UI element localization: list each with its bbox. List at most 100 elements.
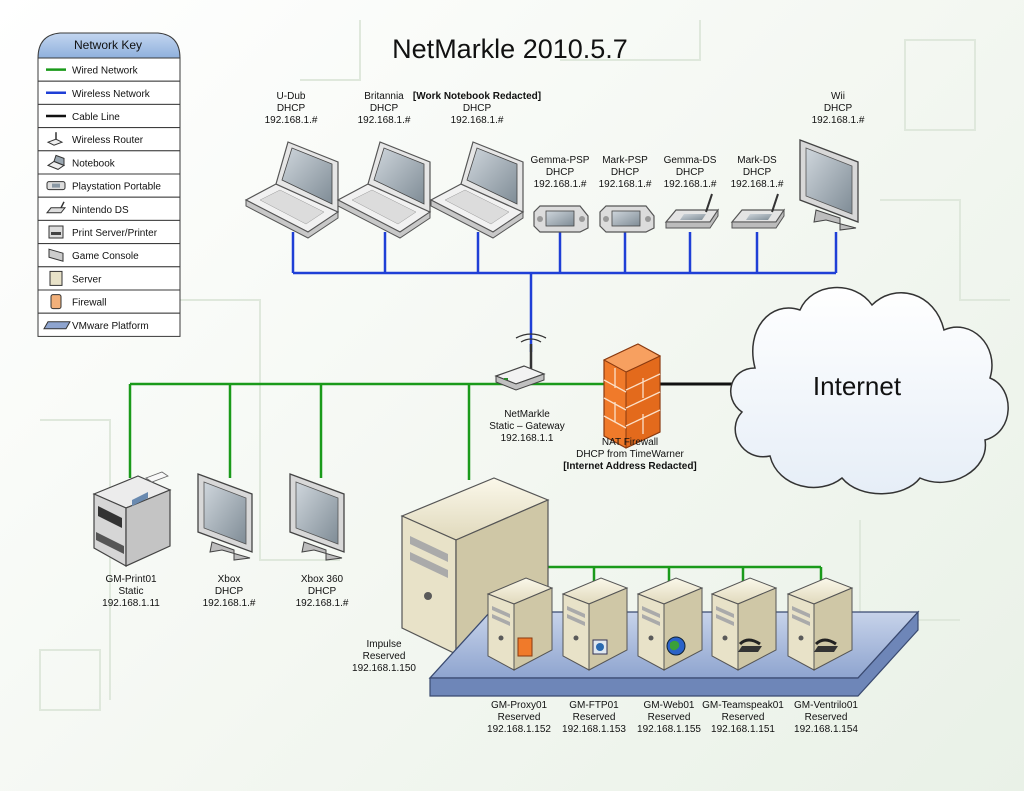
vm-server (561, 577, 629, 671)
key-label: VMware Platform (72, 321, 149, 332)
key-label: Server (72, 274, 102, 285)
device-name: U-Dub (277, 91, 306, 102)
device-address: 192.168.1.11 (102, 598, 160, 609)
device-address: 192.168.1.# (265, 115, 318, 126)
firewall-badge-icon (517, 637, 533, 657)
psp-icon (533, 205, 589, 233)
notebook-icon (46, 154, 66, 170)
device-mode: DHCP (215, 586, 244, 597)
device-name: NetMarkle (504, 409, 550, 420)
device-address: 192.168.1.151 (711, 724, 775, 735)
globe-icon (666, 636, 686, 656)
wireless-network-lines (291, 232, 838, 352)
vm-server (486, 577, 554, 671)
device-mode: DHCP (546, 167, 575, 178)
device-name: Impulse (366, 639, 401, 650)
device-address: 192.168.1.# (664, 179, 717, 190)
device-mode: Reserved (573, 712, 616, 723)
device-name: Wii (831, 91, 845, 102)
device-name: NAT Firewall (602, 437, 658, 448)
device-name: GM-Proxy01 (491, 700, 548, 711)
ds-icon (730, 193, 786, 229)
device-mode: Reserved (363, 651, 406, 662)
vm-server (786, 577, 854, 671)
printer-gm-print01 (92, 471, 172, 568)
device-mode: Reserved (648, 712, 691, 723)
background-traces (39, 20, 1010, 711)
firewall-icon (50, 294, 62, 310)
console-xbox (197, 473, 253, 561)
device-address: 192.168.1.# (599, 179, 652, 190)
key-label: Wireless Network (72, 89, 151, 100)
firewall-nat (602, 343, 662, 449)
key-label: Print Server/Printer (72, 228, 158, 239)
device-address: 192.168.1.155 (637, 724, 701, 735)
key-row: Server (37, 266, 181, 291)
notebook-work (429, 141, 525, 239)
key-row: Wired Network (37, 57, 181, 82)
notebook-icon (336, 141, 432, 239)
console-xbox360 (289, 473, 345, 561)
device-mode: DHCP (743, 167, 772, 178)
page-title: NetMarkle 2010.5.7 (392, 34, 628, 64)
monitor-icon (799, 139, 859, 231)
psp-mark (599, 205, 655, 233)
printer-icon (48, 225, 64, 239)
network-key-title: Network Key (74, 38, 142, 52)
router-icon (46, 132, 64, 146)
key-row: Game Console (37, 243, 181, 268)
key-label: Game Console (72, 251, 139, 262)
monitor-icon (289, 473, 345, 561)
device-name: Britannia (364, 91, 404, 102)
device-address: [Internet Address Redacted] (563, 461, 697, 472)
device-name: Xbox 360 (301, 574, 344, 585)
console-icon (48, 248, 64, 262)
vm-server (636, 577, 704, 671)
device-name: GM-Print01 (105, 574, 157, 585)
device-address: 192.168.1.# (534, 179, 587, 190)
key-row: Playstation Portable (37, 173, 181, 198)
device-address: 192.168.1.# (358, 115, 411, 126)
key-row: Print Server/Printer (37, 219, 181, 245)
ds-icon (664, 193, 720, 229)
psp-icon (599, 205, 655, 233)
printer-icon (92, 471, 172, 568)
device-mode: DHCP (676, 167, 705, 178)
device-name: GM-Ventrilo01 (794, 700, 858, 711)
vm-server (710, 577, 778, 671)
device-name: Mark-PSP (602, 155, 648, 166)
firewall-icon (602, 343, 662, 449)
psp-gemma (533, 205, 589, 233)
key-row: Notebook (37, 150, 181, 175)
device-address: 192.168.1.# (812, 115, 865, 126)
ds-icon (45, 201, 67, 214)
notebook-udub (244, 141, 340, 239)
device-name: GM-Web01 (644, 700, 695, 711)
device-mode: DHCP (463, 103, 492, 114)
key-row: Wireless Router (37, 127, 181, 152)
key-label: Wired Network (72, 66, 139, 77)
router-netmarkle (494, 333, 547, 391)
device-mode: Static (118, 586, 143, 597)
device-mode: DHCP (277, 103, 306, 114)
device-mode: DHCP (370, 103, 399, 114)
device-mode: Reserved (498, 712, 541, 723)
device-mode: DHCP (308, 586, 337, 597)
device-address: 192.168.1.153 (562, 724, 626, 735)
key-label: Firewall (72, 298, 106, 309)
internet-cloud: Internet (730, 286, 1009, 495)
